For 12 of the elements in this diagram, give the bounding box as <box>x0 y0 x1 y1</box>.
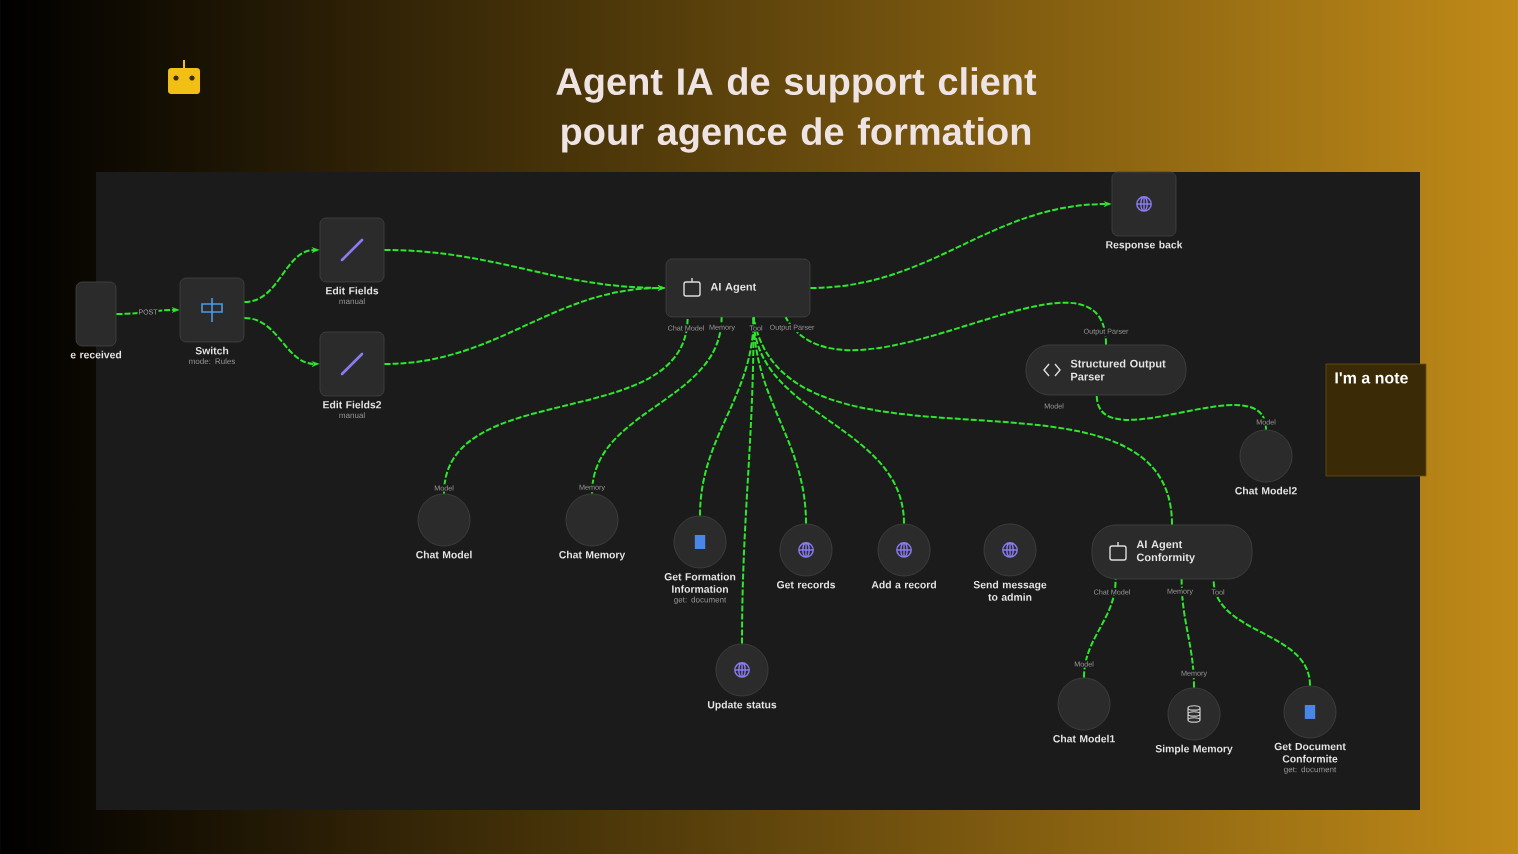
connector <box>1083 578 1117 679</box>
connector <box>591 316 723 495</box>
connector <box>1180 578 1195 689</box>
note-box: I'm a note <box>1325 363 1427 477</box>
connector <box>1212 578 1311 687</box>
connector <box>1095 394 1267 431</box>
connector <box>784 301 1107 351</box>
connector <box>443 316 689 495</box>
title: Agent IA de support client pour agence de formation <box>556 67 1037 153</box>
connector <box>752 316 807 525</box>
connector <box>752 316 905 525</box>
connector <box>752 316 1173 526</box>
